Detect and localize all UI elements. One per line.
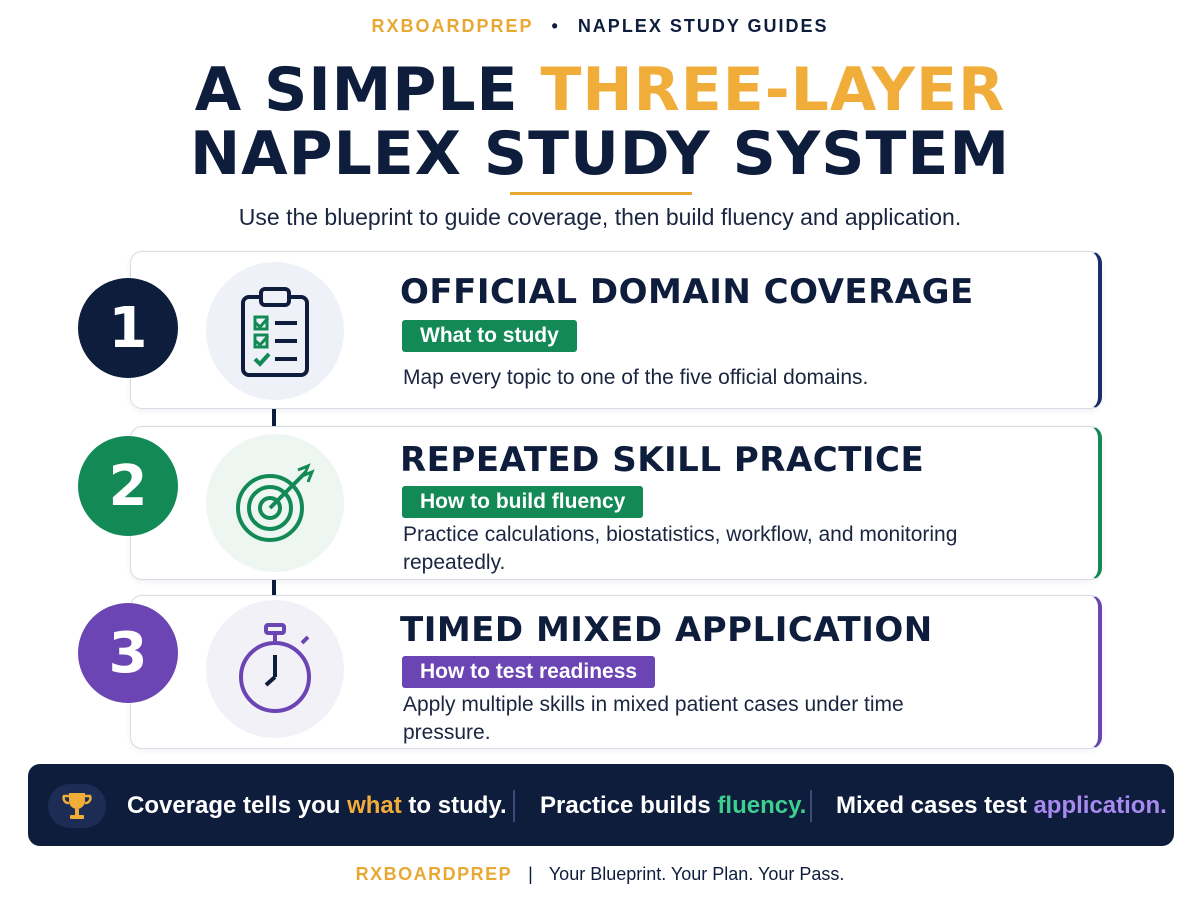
summary-coverage: Coverage tells you what to study. — [127, 792, 507, 820]
layer-title-2: REPEATED SKILL PRACTICE — [400, 440, 925, 480]
layer-title-3: TIMED MIXED APPLICATION — [400, 610, 933, 650]
layer-description-3: Apply multiple skills in mixed patient c… — [403, 693, 904, 744]
layer-badge-1: What to study — [402, 320, 577, 352]
summary-mixed-pre: Mixed cases test — [836, 792, 1034, 819]
title-line2: NAPLEX STUDY SYSTEM — [189, 119, 1011, 189]
summary-divider — [513, 790, 515, 822]
layer-number-3: 3 — [78, 603, 178, 703]
title-part1: A SIMPLE — [194, 55, 541, 125]
connector-line — [272, 400, 276, 430]
summary-mixed-highlight: application. — [1033, 792, 1167, 819]
page-subtitle: Use the blueprint to guide coverage, the… — [238, 204, 962, 230]
summary-coverage-pre: Coverage tells you — [127, 792, 348, 819]
brand-separator: • — [551, 16, 560, 36]
footer-tagline-line: RXBOARDPREP | Your Blueprint. Your Plan. Y… — [0, 864, 1200, 885]
layer-badge-2: How to build fluency — [402, 486, 644, 518]
summary-coverage-highlight: what — [347, 792, 402, 819]
summary-practice-highlight: fluency. — [717, 792, 807, 819]
series-name: NAPLEX STUDY GUIDES — [577, 16, 829, 36]
page-title: A SIMPLE THREE-LAYER NAPLEX STUDY SYSTEM — [0, 58, 1200, 186]
summary-practice-pre: Practice builds — [540, 792, 718, 819]
summary-divider — [810, 790, 812, 822]
header-brand-line: RXBOARDPREP • NAPLEX STUDY GUIDES — [0, 16, 1200, 37]
title-underline — [510, 192, 692, 195]
layer-description-2: Practice calculations, biostatistics, wo… — [403, 523, 958, 574]
stopwatch-icon — [206, 600, 344, 738]
summary-bar — [28, 764, 1174, 846]
summary-coverage-post: to study. — [401, 792, 507, 819]
layer-badge-3: How to test readiness — [402, 656, 656, 688]
trophy-icon — [48, 784, 106, 828]
brand-name: RXBOARDPREP — [371, 16, 534, 36]
title-accent: THREE-LAYER — [540, 55, 1006, 125]
target-icon — [206, 434, 344, 572]
connector-line — [272, 572, 276, 602]
clipboard-checklist-icon — [206, 262, 344, 400]
summary-mixed: Mixed cases test application. — [836, 792, 1167, 820]
layer-description-1: Map every topic to one of the five offic… — [403, 366, 869, 389]
layer-number-2: 2 — [78, 436, 178, 536]
footer-brand: RXBOARDPREP — [355, 864, 513, 884]
layer-title-1: OFFICIAL DOMAIN COVERAGE — [400, 272, 974, 312]
layer-number-1: 1 — [78, 278, 178, 378]
footer-tagline: Your Blueprint. Your Plan. Your Pass. — [548, 864, 845, 884]
summary-practice: Practice builds fluency. — [540, 792, 806, 820]
footer-separator: | — [528, 864, 533, 884]
